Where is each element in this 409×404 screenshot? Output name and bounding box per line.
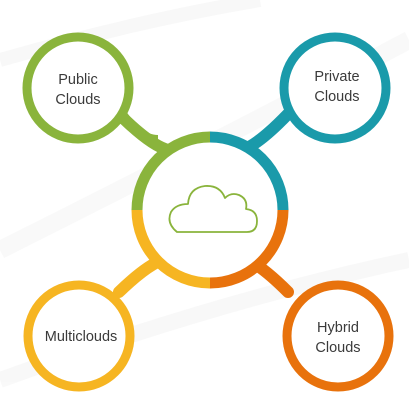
node-hybrid-clouds: Hybrid Clouds	[282, 280, 394, 392]
center-arc-public	[131, 131, 211, 211]
center-arc-multi	[131, 209, 211, 289]
node-hybrid-line-2: Clouds	[315, 340, 360, 356]
cloud-icon	[168, 185, 258, 233]
node-public-line-1: Public	[58, 72, 98, 88]
center-arc-private	[209, 131, 289, 211]
node-private-clouds: Private Clouds	[279, 32, 391, 144]
node-hybrid-line-1: Hybrid	[317, 320, 359, 336]
connector-public	[113, 108, 174, 156]
node-private-line-1: Private	[314, 69, 359, 85]
center-hub	[131, 131, 289, 289]
node-multiclouds: Multiclouds	[23, 280, 135, 392]
center-arc-hybrid	[209, 209, 289, 289]
node-multi-line-1: Multiclouds	[45, 329, 118, 345]
node-public-clouds: Public Clouds	[22, 32, 134, 144]
node-private-line-2: Clouds	[314, 89, 359, 105]
node-public-line-2: Clouds	[55, 92, 100, 108]
